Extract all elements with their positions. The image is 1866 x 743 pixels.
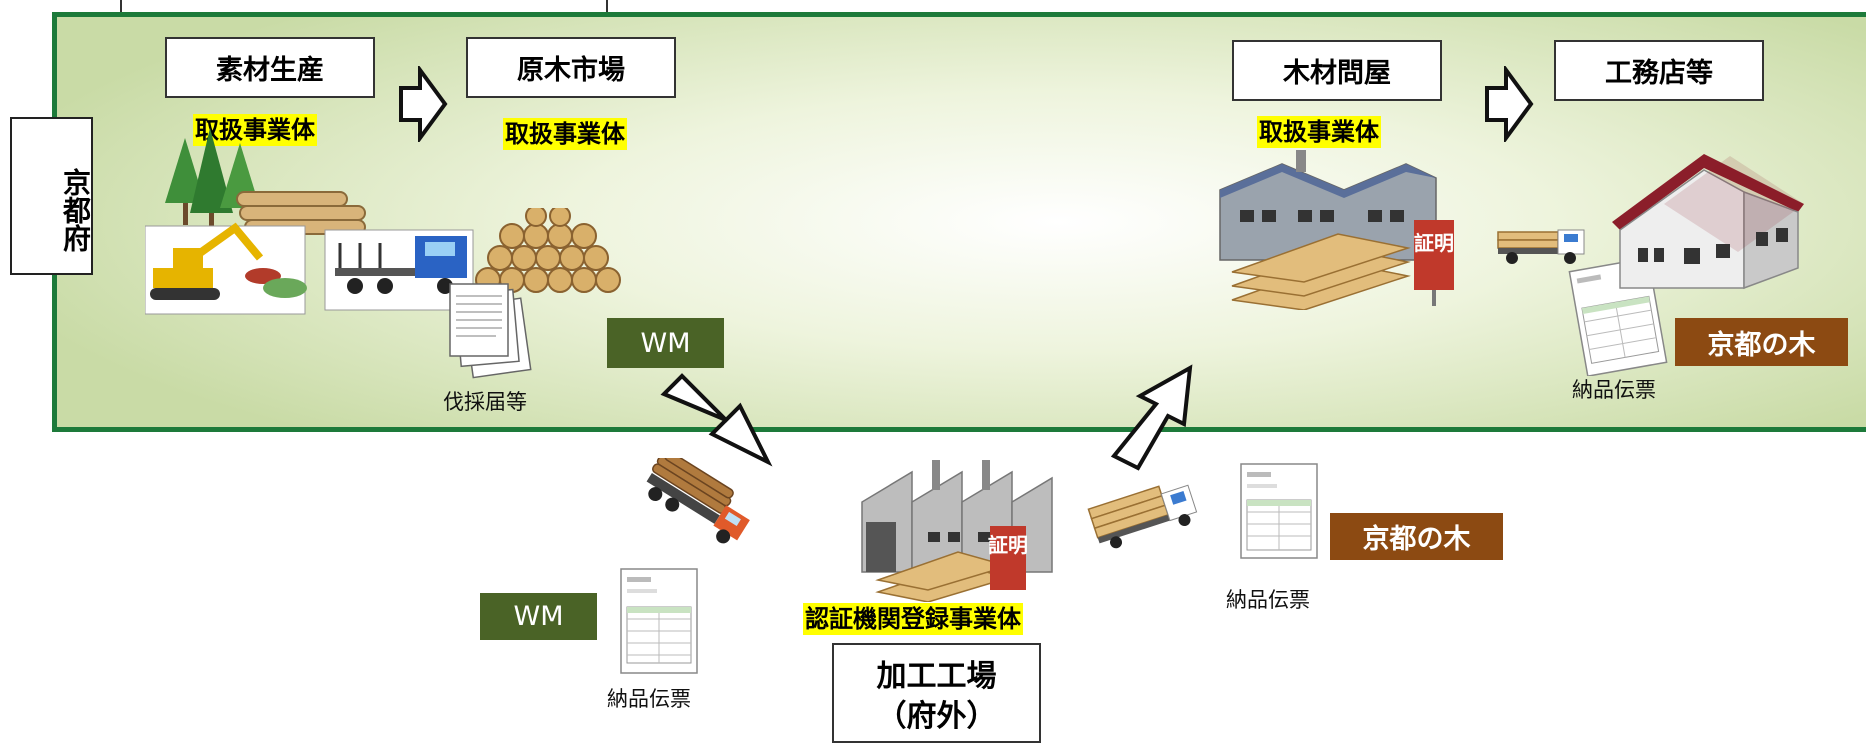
stage-material-production: 素材生産 (165, 37, 375, 98)
diagonal-up-arrow-icon (1110, 364, 1193, 471)
factory-line1: 加工工場 (876, 659, 997, 694)
flow-arrow-icon (1485, 66, 1534, 142)
flow-arrow-icon (399, 66, 448, 142)
stage-log-market: 原木市場 (466, 37, 676, 98)
felling-notice-caption: 伐採届等 (443, 390, 527, 414)
warehouse-icon: 証明 (1219, 150, 1454, 310)
diagonal-down-arrow-icon (660, 373, 773, 467)
handler-label-material: 取扱事業体 (193, 114, 317, 146)
kyoto-wood-badge: 京都の木 (1330, 513, 1503, 560)
handler-label-log-market: 取扱事業体 (503, 118, 627, 150)
factory-icon: 証明 (861, 460, 1053, 602)
delivery-slip-caption: 納品伝票 (1226, 588, 1310, 612)
top-frame-fragment (120, 0, 608, 12)
wm-badge: WM (480, 593, 597, 640)
delivery-slip-icon (1240, 463, 1318, 559)
wm-badge: WM (607, 318, 724, 368)
delivery-slip-icon (620, 568, 698, 674)
delivery-slip-caption: 納品伝票 (607, 687, 691, 711)
stage-builder: 工務店等 (1554, 40, 1764, 101)
log-truck-icon (646, 458, 750, 544)
house-icon (1497, 154, 1804, 290)
delivery-slip-caption: 納品伝票 (1572, 378, 1656, 402)
forestry-harvest-icon (145, 128, 474, 315)
prefecture-label: 京都府 (10, 117, 93, 275)
processing-factory-label: 加工工場 （府外） (832, 643, 1041, 743)
lumber-truck-icon (1087, 484, 1198, 549)
certificate-badge-text: 証明 (988, 533, 1028, 557)
certified-operator-label: 認証機関登録事業体 (803, 603, 1023, 635)
stage-wholesaler: 木材問屋 (1232, 40, 1442, 101)
kyoto-wood-badge: 京都の木 (1675, 318, 1848, 366)
log-pile-icon (475, 208, 621, 293)
document-stack-icon (449, 283, 532, 379)
certificate-badge-text: 証明 (1414, 231, 1454, 255)
handler-label-wholesaler: 取扱事業体 (1257, 116, 1381, 148)
factory-line2: （府外） (876, 699, 997, 734)
